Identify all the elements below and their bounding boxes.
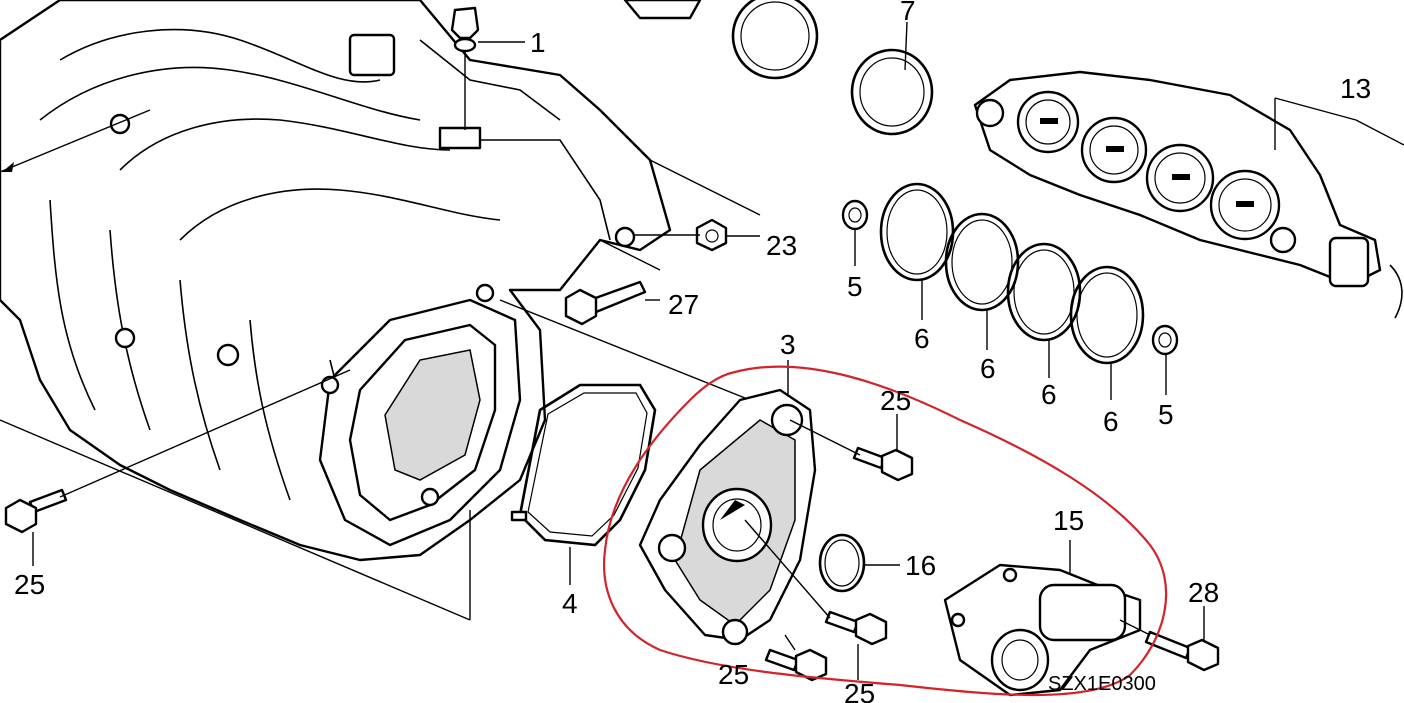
bolt-25-lower — [764, 648, 828, 682]
bolt-25-middle — [824, 610, 888, 646]
callout-6-first: 6 — [914, 323, 930, 354]
callout-15: 15 — [1053, 505, 1084, 536]
diagram-code: SZX1E0300 — [1048, 673, 1156, 695]
callout-25-middle: 25 — [844, 678, 875, 703]
callout-16: 16 — [905, 550, 936, 581]
callout-labels: 1 7 13 23 27 5 6 6 6 6 5 3 25 15 16 28 4… — [14, 0, 1371, 703]
leader-lines — [32, 21, 1404, 680]
gasket-4 — [510, 383, 657, 547]
bolt-25-upper — [852, 446, 914, 482]
callout-3: 3 — [780, 329, 796, 360]
callout-6-third: 6 — [1041, 379, 1057, 410]
intake-runner-assembly — [973, 70, 1403, 319]
clip-1 — [450, 6, 480, 130]
intake-manifold — [0, 0, 761, 621]
callout-7: 7 — [900, 0, 916, 26]
callout-25-lower: 25 — [718, 659, 749, 690]
callout-5-right: 5 — [1158, 399, 1174, 430]
callout-23: 23 — [766, 230, 797, 261]
adapter-plate-3 — [638, 388, 817, 646]
clips-5 — [841, 199, 1179, 356]
callout-5-left: 5 — [847, 271, 863, 302]
callout-1: 1 — [530, 27, 546, 58]
callout-6-fourth: 6 — [1103, 406, 1119, 437]
callout-27: 27 — [668, 289, 699, 320]
bolt-25-left — [4, 488, 68, 534]
gasket-7 — [623, 0, 934, 136]
callout-28: 28 — [1188, 577, 1219, 608]
callout-25-upper: 25 — [880, 385, 911, 416]
callout-25-left: 25 — [14, 569, 45, 600]
o-rings-6 — [879, 182, 1145, 365]
o-ring-16 — [818, 533, 866, 593]
highlight-circle — [603, 365, 1168, 697]
valve-15 — [943, 563, 1142, 697]
callout-6-second: 6 — [980, 353, 996, 384]
nut-23 — [695, 218, 728, 252]
callout-4: 4 — [562, 588, 578, 619]
bolt-27 — [564, 280, 647, 326]
callout-13: 13 — [1340, 73, 1371, 104]
